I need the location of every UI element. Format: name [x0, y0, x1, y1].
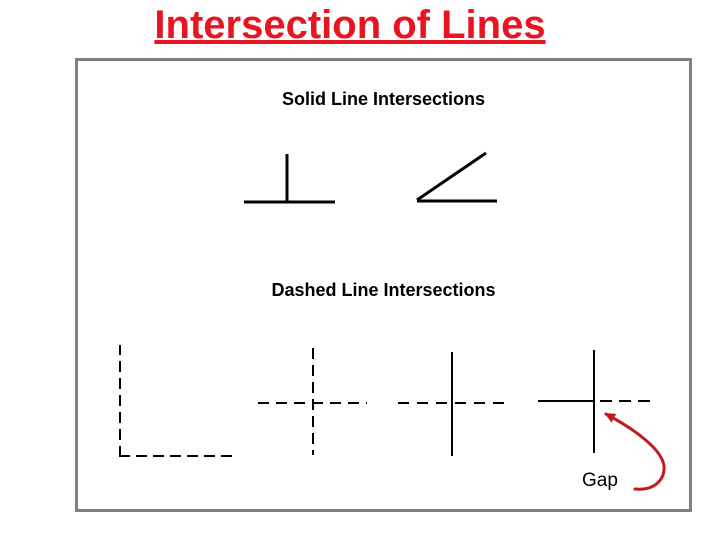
content-panel: Solid Line Intersections Dashed Line Int… [75, 58, 692, 512]
solid-section-heading: Solid Line Intersections [281, 89, 486, 109]
gap-label: Gap [582, 470, 618, 491]
page-title: Intersection of Lines [154, 3, 546, 47]
dashed-section-heading: Dashed Line Intersections [271, 280, 496, 300]
